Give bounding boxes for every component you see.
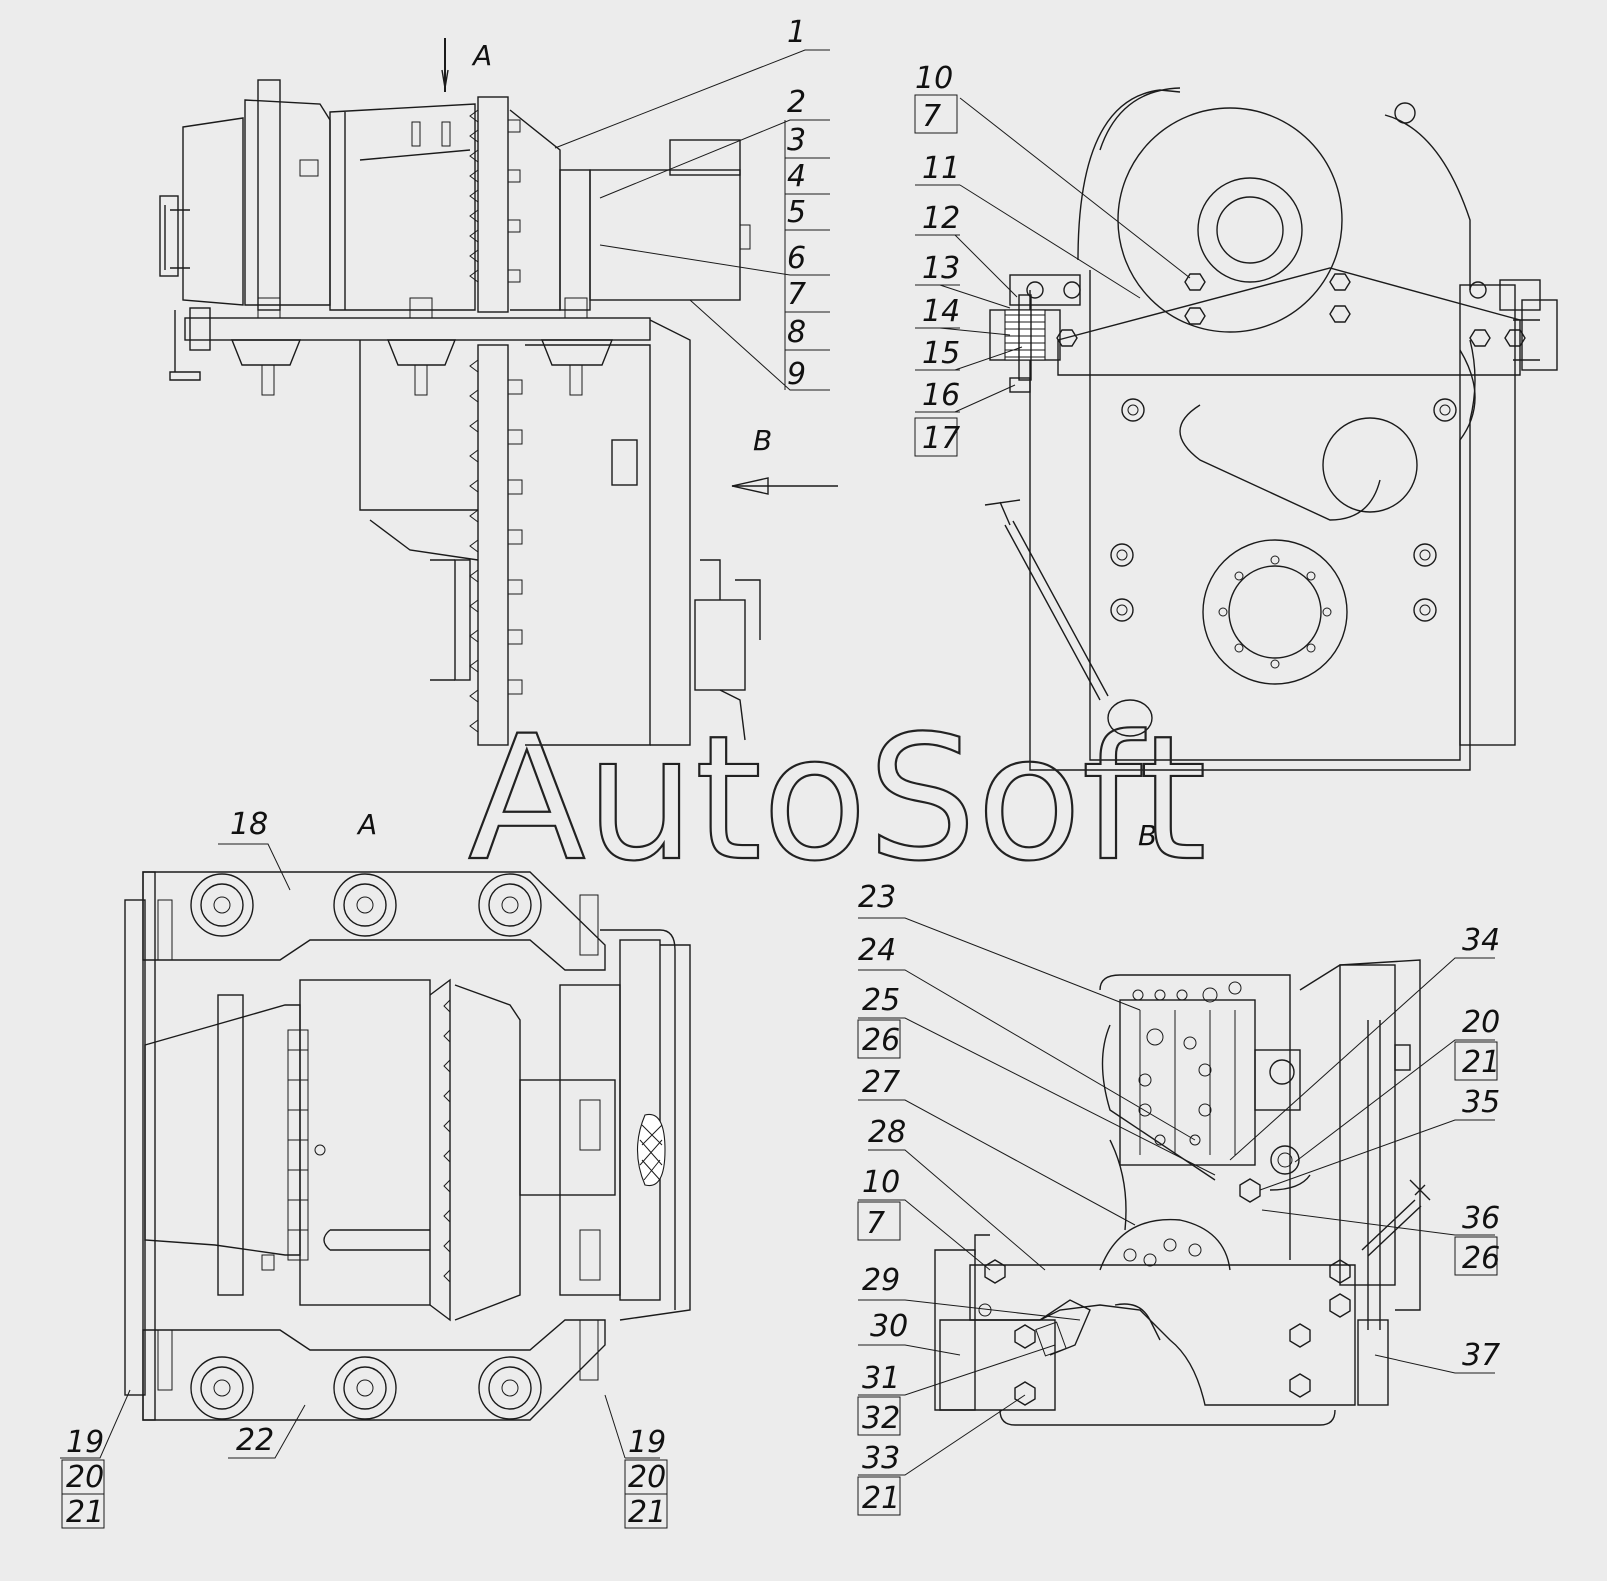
front-view bbox=[984, 87, 1558, 771]
callout-21-bottom: 21 bbox=[862, 1481, 900, 1516]
callout-20-right-b: 20 bbox=[1462, 1005, 1500, 1040]
callout-21-right: 21 bbox=[628, 1495, 666, 1530]
callout-24: 24 bbox=[858, 933, 896, 968]
callout-33: 33 bbox=[862, 1441, 900, 1476]
section-arrow-a-label: A bbox=[471, 39, 492, 72]
callout-12: 12 bbox=[922, 201, 960, 236]
callout-8: 8 bbox=[787, 315, 806, 350]
callout-21-left: 21 bbox=[66, 1495, 104, 1530]
callout-19-right: 19 bbox=[628, 1425, 666, 1460]
callout-29: 29 bbox=[862, 1263, 900, 1298]
callout-1: 1 bbox=[787, 15, 806, 50]
callout-10-bottom: 10 bbox=[862, 1165, 900, 1200]
callout-13: 13 bbox=[922, 251, 960, 286]
view-a-title: A bbox=[356, 808, 377, 841]
callout-21-right-b: 21 bbox=[1462, 1045, 1500, 1080]
callout-5: 5 bbox=[787, 195, 806, 230]
callout-7-bottom: 7 bbox=[866, 1206, 885, 1241]
callout-15: 15 bbox=[922, 336, 960, 371]
callout-16: 16 bbox=[922, 378, 960, 413]
callout-7-top: 7 bbox=[922, 99, 941, 134]
callout-30: 30 bbox=[870, 1309, 908, 1344]
callout-18: 18 bbox=[230, 807, 268, 842]
view-a bbox=[124, 871, 691, 1421]
callout-4: 4 bbox=[787, 159, 806, 194]
view-markers: A B A B bbox=[356, 39, 1157, 852]
callout-3: 3 bbox=[787, 123, 806, 158]
callout-25: 25 bbox=[862, 983, 900, 1018]
callout-7: 7 bbox=[787, 277, 806, 312]
callout-19-left: 19 bbox=[66, 1425, 104, 1460]
callout-10-top: 10 bbox=[915, 61, 953, 96]
callout-27: 27 bbox=[862, 1065, 900, 1100]
callout-28: 28 bbox=[868, 1115, 906, 1150]
callout-6: 6 bbox=[787, 241, 806, 276]
callout-26-right: 26 bbox=[1462, 1241, 1500, 1276]
callout-leaders bbox=[60, 49, 1498, 1529]
callout-9: 9 bbox=[787, 357, 806, 392]
callout-32: 32 bbox=[862, 1401, 900, 1436]
callout-23: 23 bbox=[858, 880, 896, 915]
callout-35: 35 bbox=[1462, 1085, 1500, 1120]
callout-34: 34 bbox=[1462, 923, 1500, 958]
callout-2: 2 bbox=[787, 85, 806, 120]
callout-37: 37 bbox=[1462, 1338, 1500, 1373]
callout-31: 31 bbox=[862, 1361, 900, 1396]
section-arrow-b-label: B bbox=[753, 424, 772, 457]
callout-20-left: 20 bbox=[66, 1460, 104, 1495]
callout-36: 36 bbox=[1462, 1201, 1500, 1236]
view-b-title: B bbox=[1138, 819, 1157, 852]
callout-14: 14 bbox=[922, 294, 960, 329]
callout-22: 22 bbox=[236, 1423, 274, 1458]
callout-26-left: 26 bbox=[862, 1023, 900, 1058]
watermark-logo: AutoSoft bbox=[468, 698, 1207, 899]
view-b bbox=[934, 959, 1431, 1426]
callout-labels: 1 2 3 4 5 6 7 8 9 10 7 11 12 13 14 15 16… bbox=[66, 15, 1500, 1530]
callout-17: 17 bbox=[922, 421, 960, 456]
main-side-view bbox=[159, 38, 838, 746]
callout-20-right: 20 bbox=[628, 1460, 666, 1495]
callout-11: 11 bbox=[922, 151, 960, 186]
